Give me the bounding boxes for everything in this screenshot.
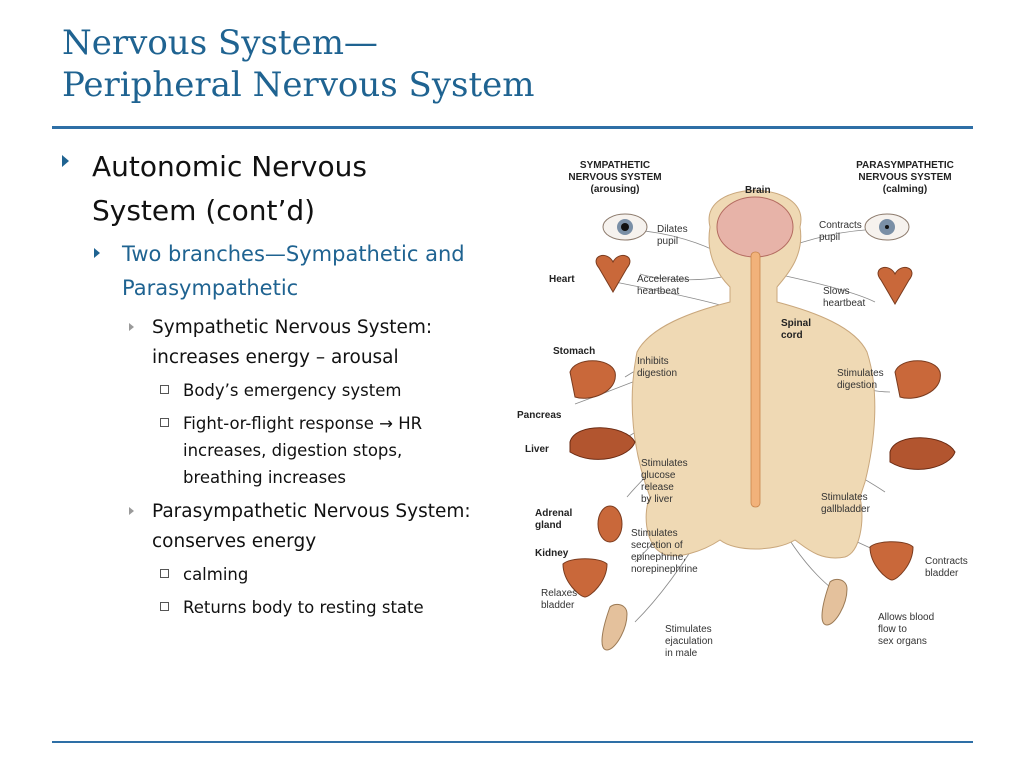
heart-left-shape [595, 254, 631, 293]
bullet-arrow-icon [129, 323, 134, 331]
kidney-label: Kidney [535, 548, 569, 559]
stomach-label: Stomach [553, 346, 596, 357]
liver-left-shape [569, 427, 636, 460]
footer-divider [52, 741, 973, 743]
contracts-pupil-label: Contracts pupil [819, 220, 862, 243]
stimulates-digestion-label: Stimulates digestion [837, 368, 884, 391]
bullet-arrow-icon [94, 248, 100, 258]
bullet-autonomic-text: Autonomic Nervous System (cont’d) [92, 150, 367, 227]
bladder-right-shape [869, 541, 914, 581]
title-line-1: Nervous System— [62, 23, 378, 63]
pancreas-label: Pancreas [517, 410, 562, 421]
stimulates-secretion-label: Stimulates secretion of epinephrine, nor… [631, 528, 698, 575]
square-bullet-icon [160, 602, 169, 611]
reproductive-left-shape [601, 603, 628, 651]
bullet-sympathetic: Sympathetic Nervous System: increases en… [62, 313, 472, 373]
bullet-parasympathetic: Parasympathetic Nervous System: conserve… [62, 497, 472, 557]
square-bullet-icon [160, 385, 169, 394]
bladder-left-shape [562, 558, 608, 598]
slows-heartbeat-label: Slows heartbeat [823, 286, 866, 309]
bullet-fight-or-flight-text: Fight-or-flight response → HR increases,… [183, 414, 423, 487]
liver-right-shape [889, 437, 956, 470]
adrenal-kidney-shape [597, 505, 623, 543]
heart-label: Heart [549, 274, 575, 285]
bullet-two-branches-text: Two branches—Sympathetic and Parasympath… [122, 242, 465, 300]
dilates-pupil-label: Dilates pupil [657, 224, 688, 247]
parasympathetic-header: PARASYMPATHETIC NERVOUS SYSTEM (calming) [856, 160, 954, 195]
bullet-arrow-icon [129, 507, 134, 515]
bullet-two-branches: Two branches—Sympathetic and Parasympath… [62, 237, 472, 305]
stimulates-glucose-label: Stimulates glucose release by liver [641, 458, 688, 505]
bullet-parasympathetic-text: Parasympathetic Nervous System: conserve… [152, 501, 471, 552]
bullet-calming: calming [62, 561, 472, 588]
sympathetic-header: SYMPATHETIC NERVOUS SYSTEM (arousing) [568, 160, 662, 195]
nervous-system-diagram: SYMPATHETIC NERVOUS SYSTEM (arousing) PA… [515, 152, 980, 672]
title-divider [52, 126, 973, 129]
square-bullet-icon [160, 569, 169, 578]
allows-blood-flow-label: Allows blood flow to sex organs [878, 612, 935, 647]
square-bullet-icon [160, 418, 169, 427]
heart-right-shape [877, 266, 913, 305]
accelerates-heartbeat-label: Accelerates heartbeat [637, 274, 690, 297]
bullet-resting-state-text: Returns body to resting state [183, 598, 424, 617]
bullet-emergency-text: Body’s emergency system [183, 381, 402, 400]
bullet-calming-text: calming [183, 565, 249, 584]
brain-shape [716, 196, 794, 258]
bullet-fight-or-flight: Fight-or-flight response → HR increases,… [62, 410, 472, 491]
reproductive-right-shape [821, 578, 848, 626]
stomach-right-shape [894, 360, 941, 399]
bullet-autonomic: Autonomic Nervous System (cont’d) [62, 145, 472, 233]
adrenal-gland-label: Adrenal gland [535, 508, 573, 531]
diagram-artwork [562, 189, 956, 651]
bullet-list: Autonomic Nervous System (cont’d) Two br… [62, 145, 472, 627]
stomach-left-shape [569, 360, 616, 399]
inhibits-digestion-label: Inhibits digestion [637, 356, 678, 379]
spinal-cord-label: Spinal cord [781, 318, 812, 341]
bullet-sympathetic-text: Sympathetic Nervous System: increases en… [152, 317, 433, 368]
title-line-2: Peripheral Nervous System [62, 65, 535, 105]
bullet-resting-state: Returns body to resting state [62, 594, 472, 621]
bullet-arrow-icon [62, 155, 69, 167]
contracts-bladder-label: Contracts bladder [925, 556, 968, 579]
stimulates-ejaculation-label: Stimulates ejaculation in male [665, 624, 713, 659]
left-pupil-dilated [621, 223, 629, 231]
right-pupil-contracted [885, 225, 889, 229]
spinal-cord-shape [750, 251, 761, 508]
brain-label: Brain [745, 185, 771, 196]
liver-label: Liver [525, 444, 549, 455]
bullet-emergency-system: Body’s emergency system [62, 377, 472, 404]
slide-title: Nervous System— Peripheral Nervous Syste… [62, 22, 962, 106]
relaxes-bladder-label: Relaxes bladder [541, 588, 578, 611]
stimulates-gallbladder-label: Stimulates gallbladder [821, 492, 870, 515]
